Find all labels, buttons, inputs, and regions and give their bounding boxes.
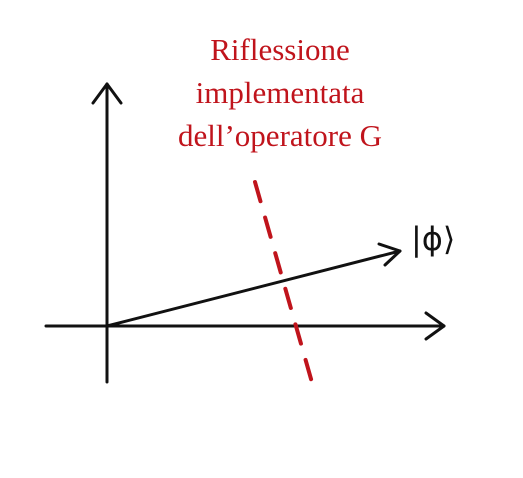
caption-line-3: dell’operatore G <box>178 118 382 153</box>
state-vector-arrowhead <box>377 242 402 267</box>
state-vector <box>105 249 402 328</box>
caption-line-2: implementata <box>195 75 365 110</box>
caption-line-1: Riflessione <box>210 32 350 67</box>
reflection-line <box>253 180 315 388</box>
vertical-axis-arrowhead <box>91 82 123 105</box>
horizontal-axis-arrowhead <box>424 311 446 341</box>
vector-label: |ϕ⟩ <box>411 220 456 258</box>
reflection-caption: Riflessione implementata dell’operatore … <box>120 28 440 157</box>
